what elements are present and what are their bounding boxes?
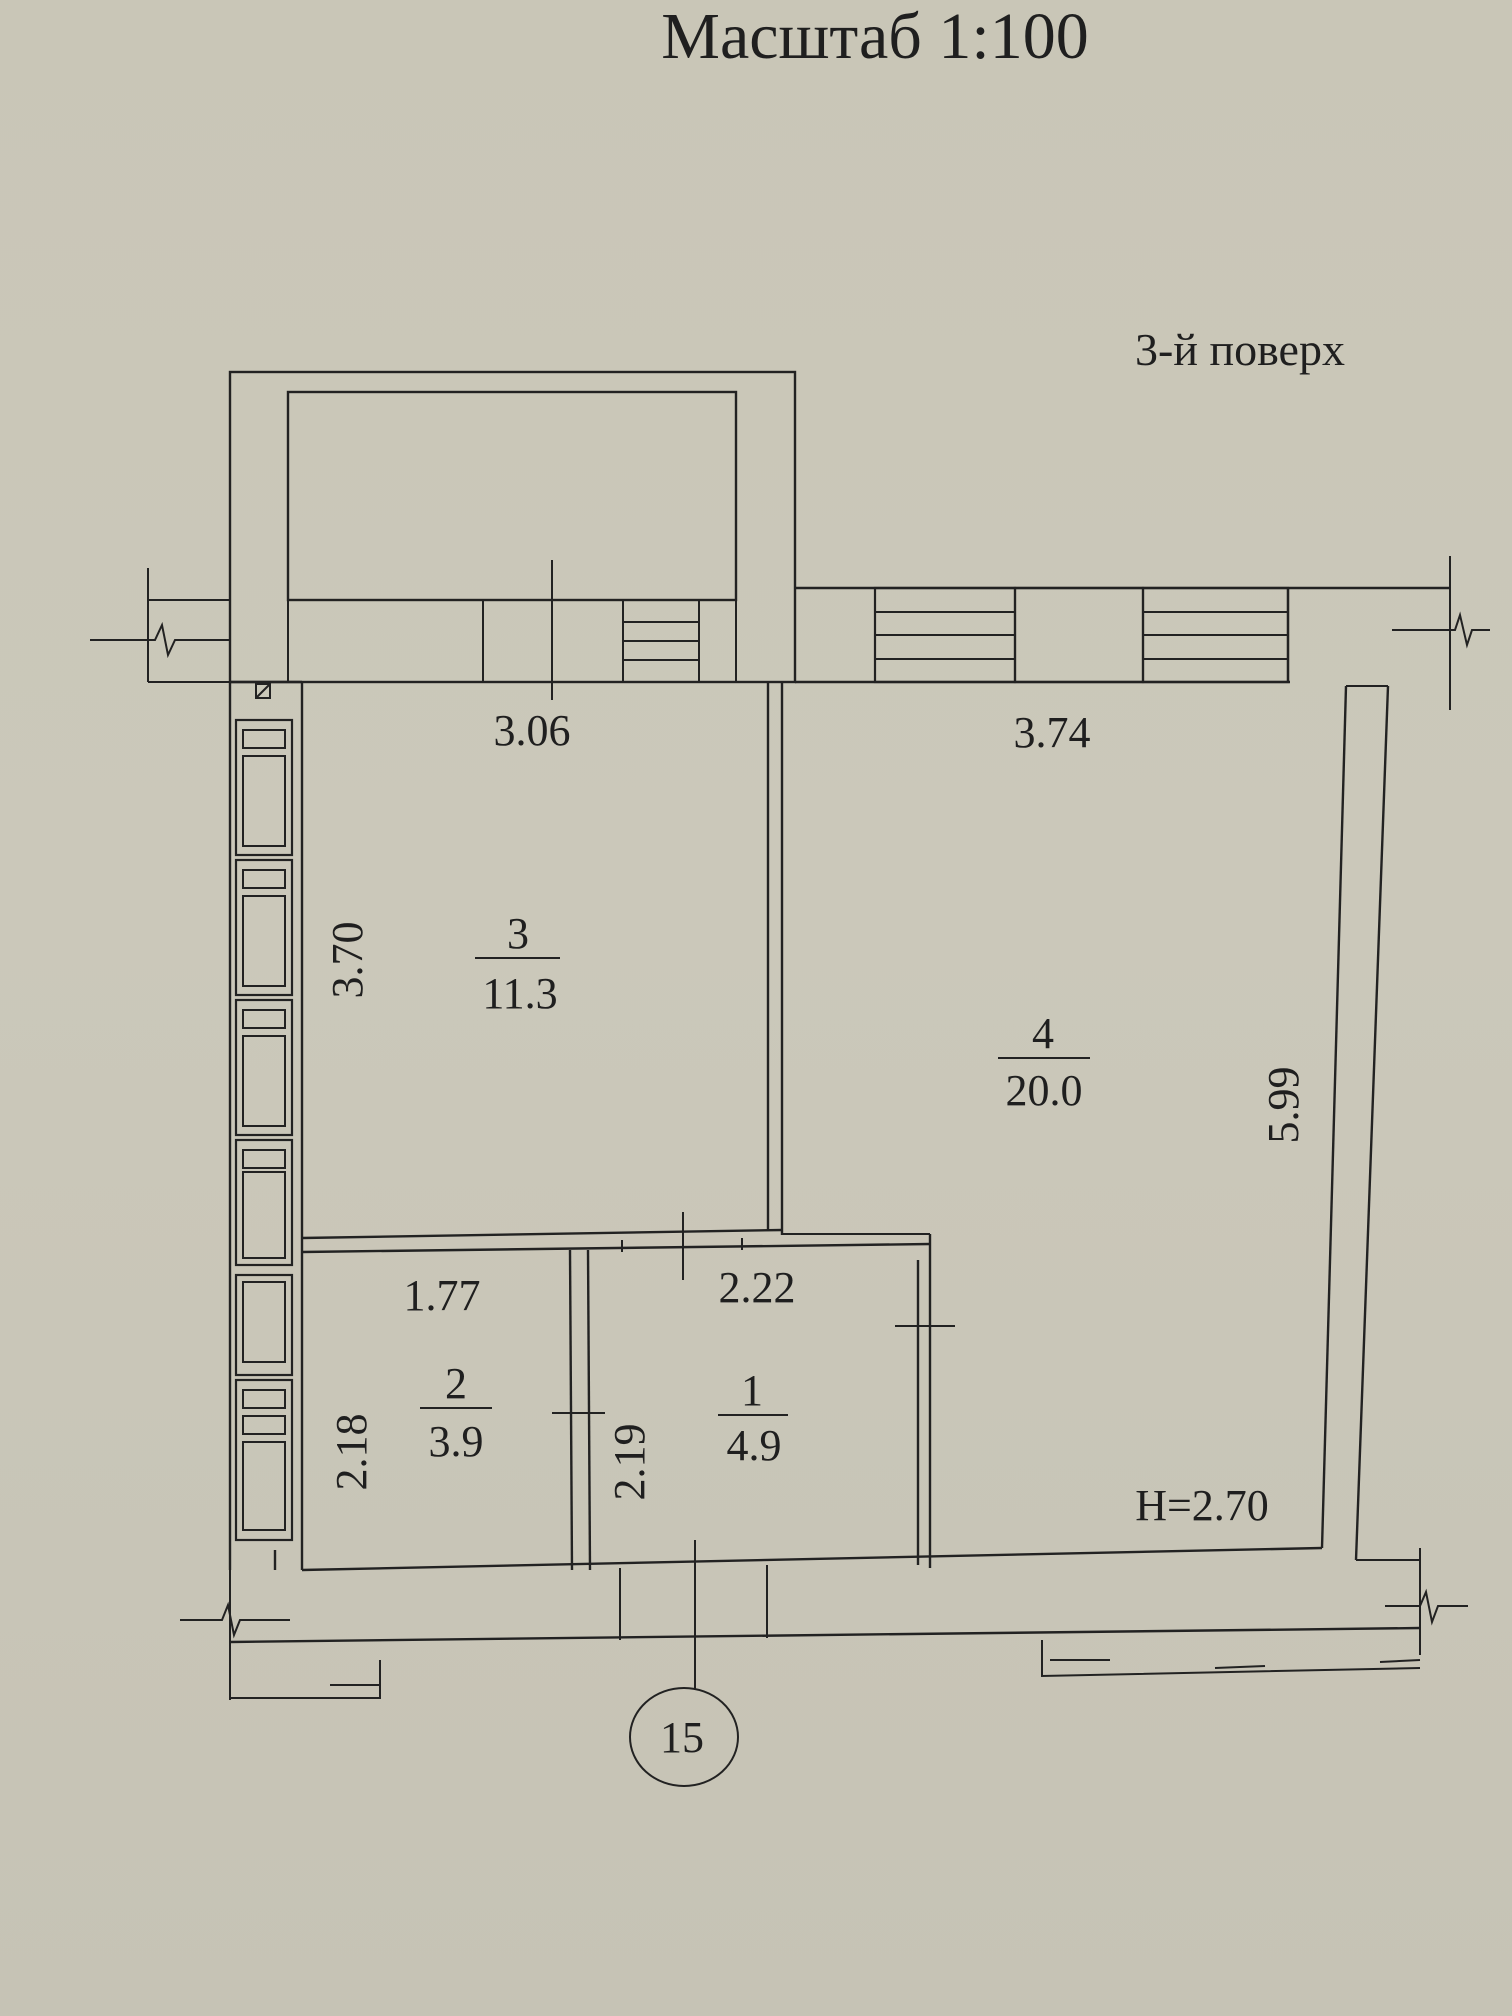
balcony-outer xyxy=(228,370,797,684)
room-4-area: 20.0 xyxy=(1006,1066,1083,1115)
room-3-length: 3.70 xyxy=(323,922,372,999)
room-2-area: 3.9 xyxy=(429,1417,484,1466)
room-1: 2.22 2.19 1 4.9 xyxy=(605,1263,796,1501)
room-1-area: 4.9 xyxy=(727,1421,782,1470)
room-3-number: 3 xyxy=(507,909,529,958)
ceiling-height: H=2.70 xyxy=(1135,1481,1269,1530)
room-2-number: 2 xyxy=(445,1359,467,1408)
room-3-area: 11.3 xyxy=(482,969,557,1018)
apartment-number: 15 xyxy=(660,1713,704,1762)
room-2: 1.77 2.18 2 3.9 xyxy=(327,1271,492,1491)
room-4: 3.74 5.99 4 20.0 H=2.70 xyxy=(998,708,1308,1530)
balcony-inner xyxy=(286,390,738,602)
room-2-width: 1.77 xyxy=(404,1271,481,1320)
apartment-marker: 15 xyxy=(629,1687,739,1787)
floor-label: 3-й поверх xyxy=(1135,324,1345,375)
scale-title: Масштаб 1:100 xyxy=(661,0,1088,73)
walls xyxy=(90,370,1490,1700)
room-4-width: 3.74 xyxy=(1014,708,1091,757)
left-wall-windows xyxy=(234,718,294,1542)
room-3: 3.06 3.70 3 11.3 xyxy=(323,706,571,1018)
room-3-width: 3.06 xyxy=(494,706,571,755)
room-2-length: 2.18 xyxy=(327,1414,376,1491)
room-1-number: 1 xyxy=(741,1366,763,1415)
room-1-width: 2.22 xyxy=(719,1263,796,1312)
room-4-length: 5.99 xyxy=(1259,1067,1308,1144)
room-1-length: 2.19 xyxy=(605,1424,654,1501)
room-4-number: 4 xyxy=(1032,1009,1054,1058)
